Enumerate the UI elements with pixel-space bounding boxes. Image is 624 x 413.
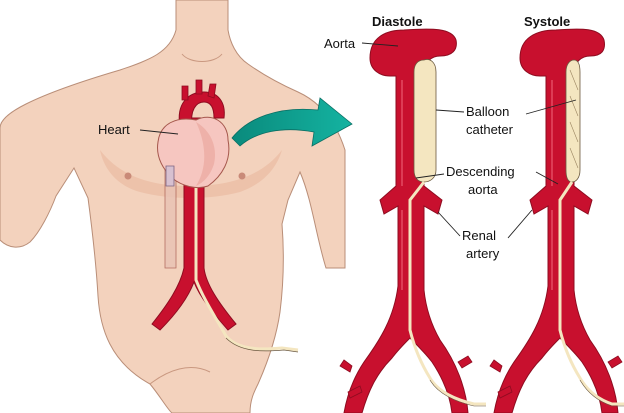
vena-cava xyxy=(166,166,174,186)
systole-aorta-vessel xyxy=(494,29,618,413)
right-nipple xyxy=(239,173,246,180)
left-nipple xyxy=(125,173,132,180)
diastole-header: Diastole xyxy=(372,14,423,29)
renal-leader-left xyxy=(438,212,460,236)
renal-label-line1: Renal xyxy=(462,228,496,243)
diastole-balloon xyxy=(414,60,436,183)
diastole-aorta-vessel xyxy=(344,29,468,413)
renal-label-line2: artery xyxy=(466,246,500,261)
descending-label-line1: Descending xyxy=(446,164,515,179)
systole-aorta xyxy=(490,29,624,413)
balloon-label-line2: catheter xyxy=(466,122,514,137)
balloon-leader-left xyxy=(436,110,464,112)
renal-leader-right xyxy=(508,210,532,238)
systole-header: Systole xyxy=(524,14,570,29)
heart-label: Heart xyxy=(98,122,130,137)
diastole-aorta xyxy=(340,29,486,413)
descending-label-line2: aorta xyxy=(468,182,498,197)
balloon-label-line1: Balloon xyxy=(466,104,509,119)
aorta-label: Aorta xyxy=(324,36,356,51)
